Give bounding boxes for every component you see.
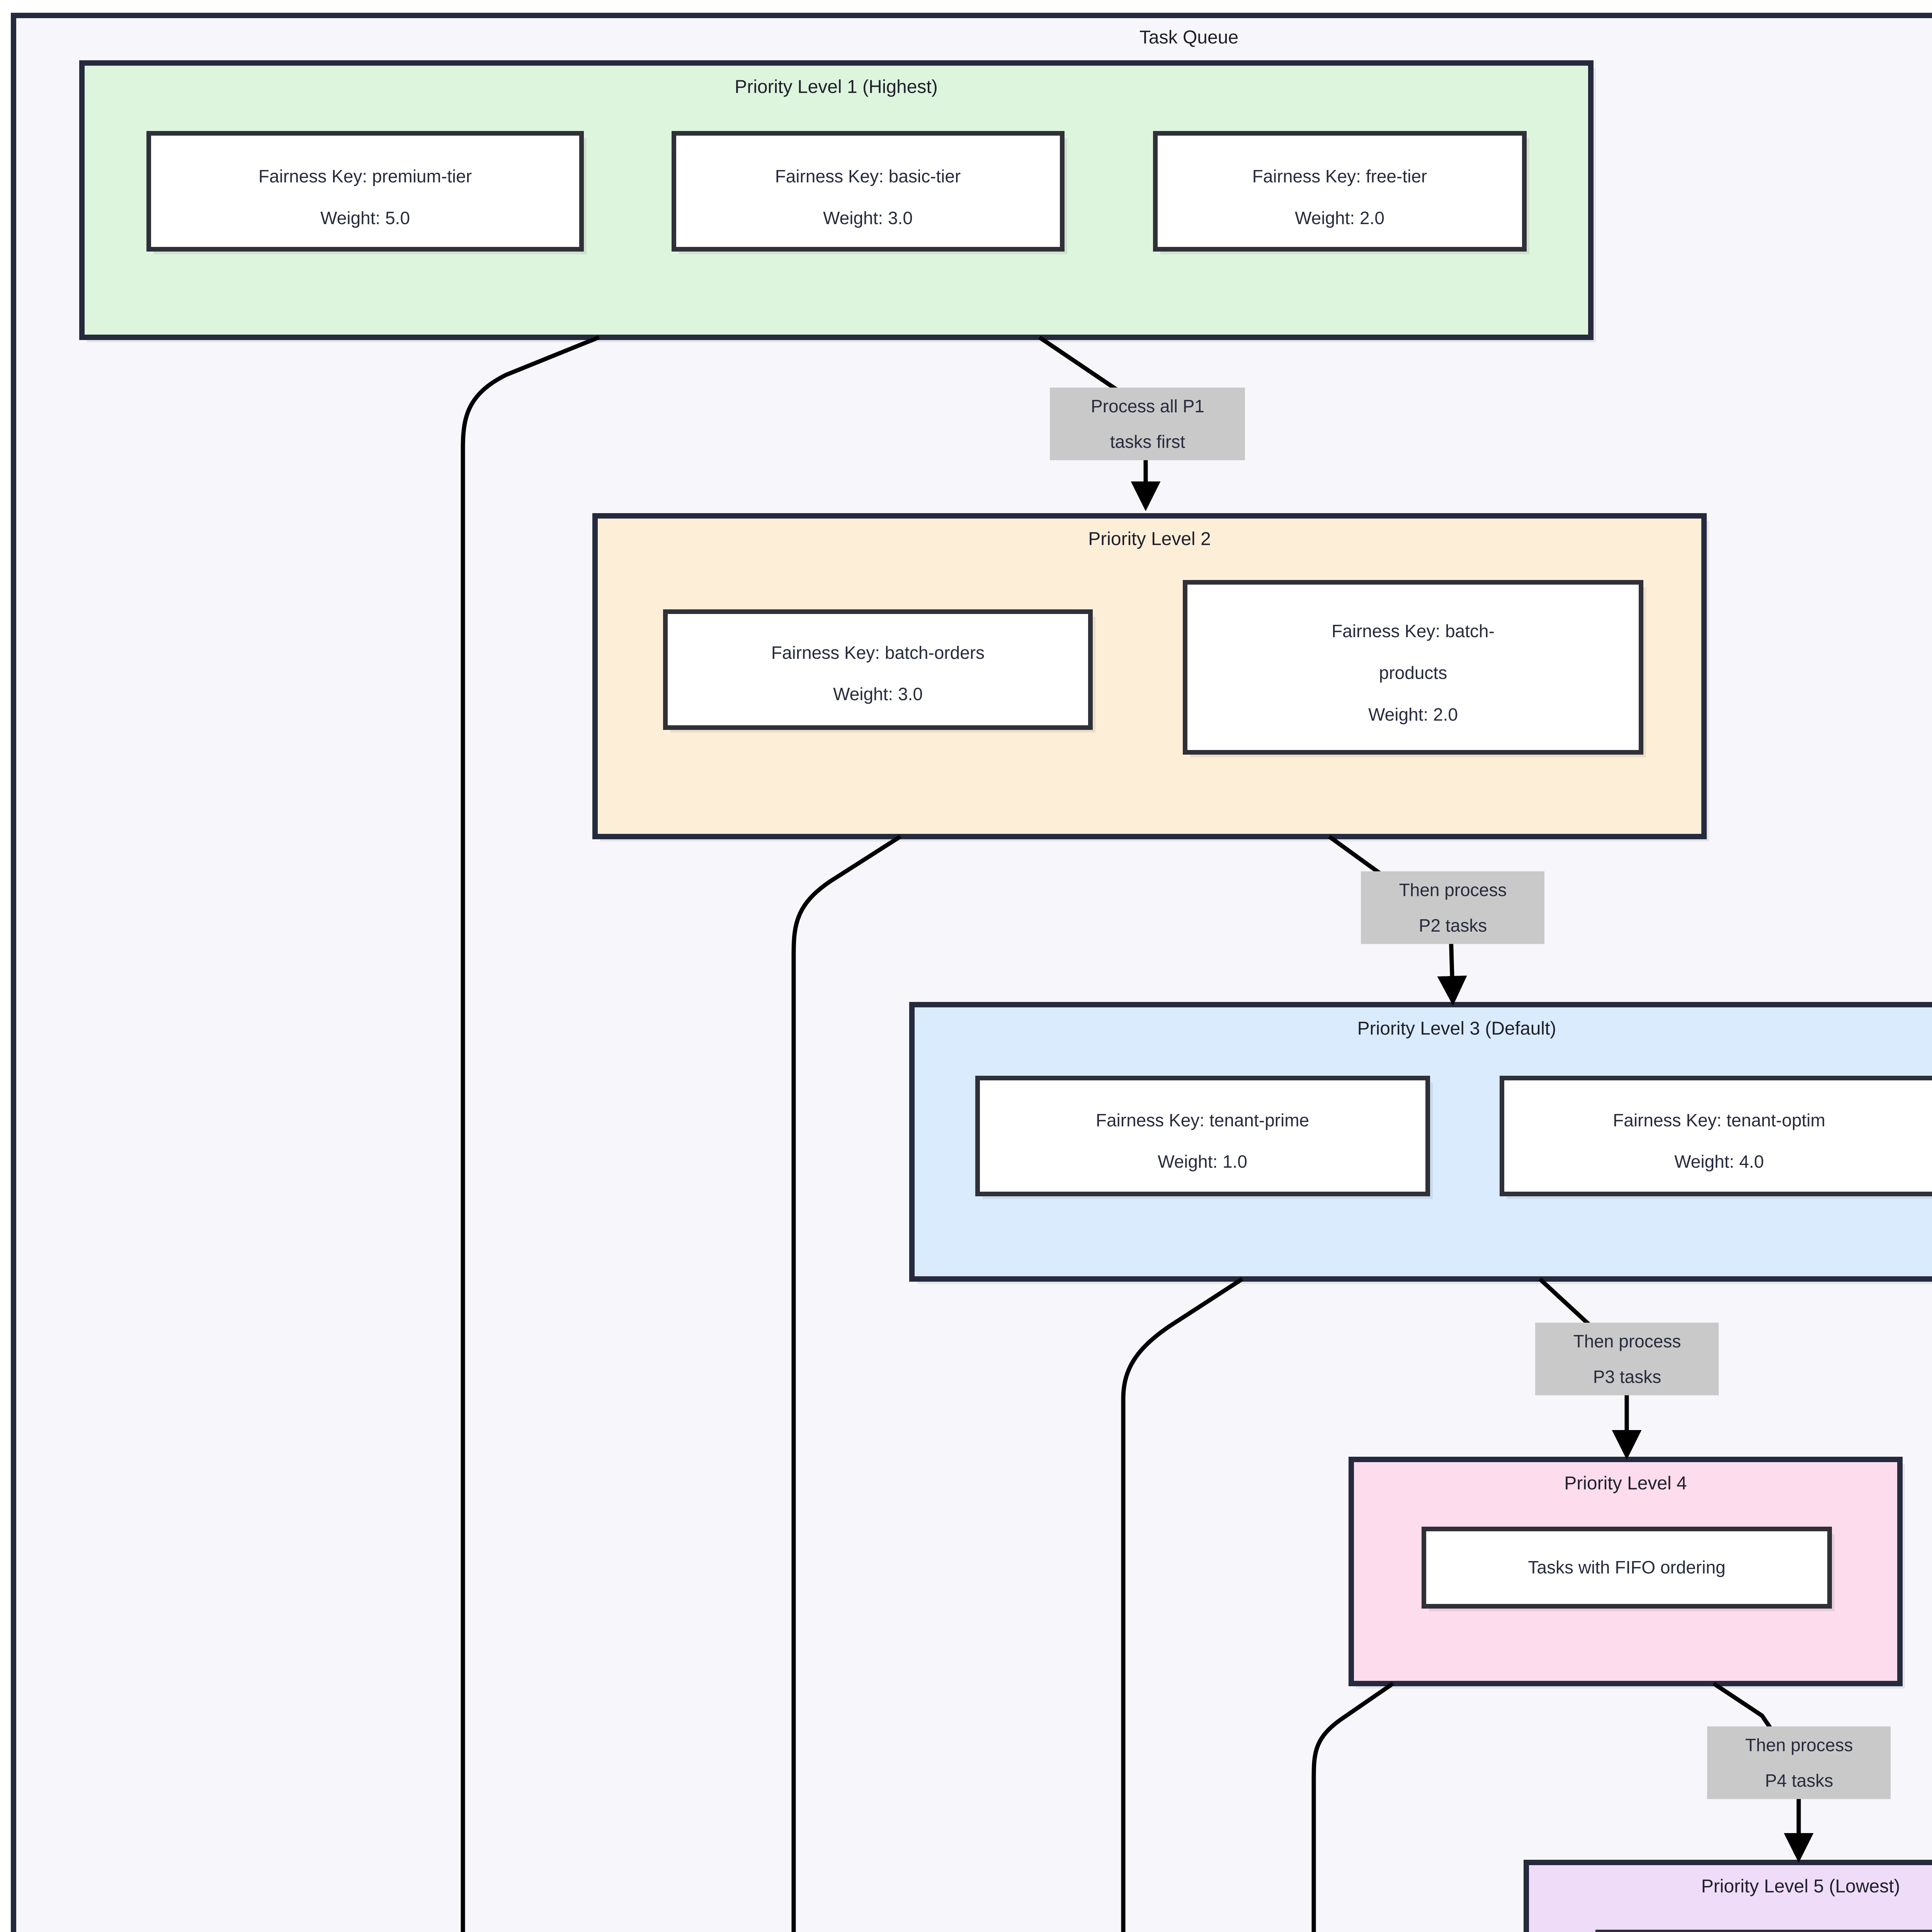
p1n1-line2: Weight: 5.0 <box>320 208 410 228</box>
p2n2-line1: Fairness Key: batch- <box>1332 621 1495 641</box>
p4n1-line1: Tasks with FIFO ordering <box>1528 1557 1725 1577</box>
node-p2-batch-products: Fairness Key: batch- products Weight: 2.… <box>1183 580 1646 757</box>
cluster-priority-level-2: Priority Level 2 Fairness Key: batch-ord… <box>592 513 1709 842</box>
p2n1-line2: Weight: 3.0 <box>833 684 923 704</box>
p2n2-line3: Weight: 2.0 <box>1368 704 1458 724</box>
task-queue-title: Task Queue <box>1139 27 1238 48</box>
e4-line1: Then process <box>1745 1735 1853 1755</box>
p1n1-line1: Fairness Key: premium-tier <box>259 166 472 186</box>
node-p1-free-tier: Fairness Key: free-tier Weight: 2.0 <box>1153 131 1529 254</box>
p3n2-line2: Weight: 4.0 <box>1674 1151 1764 1172</box>
p3n1-rect <box>975 1076 1430 1196</box>
cluster-priority-level-3: Priority Level 3 (Default) Fairness Key:… <box>909 1002 1932 1284</box>
p1n1-rect <box>146 131 584 252</box>
e3-line2: P3 tasks <box>1593 1367 1661 1387</box>
edge-p2-to-workers <box>791 835 901 1932</box>
p3n1-line1: Fairness Key: tenant-prime <box>1096 1110 1309 1130</box>
p1n3-line1: Fairness Key: free-tier <box>1252 166 1427 186</box>
e2-line2: P2 tasks <box>1419 915 1487 935</box>
node-p4-fifo: Tasks with FIFO ordering <box>1422 1527 1835 1611</box>
p2n2-rect <box>1183 580 1643 755</box>
e2-line1: Then process <box>1399 880 1507 900</box>
edge-label-then-process-p3: Then process P3 tasks <box>1535 1323 1719 1395</box>
p3-title: Priority Level 3 (Default) <box>1357 1019 1556 1039</box>
p1-title: Priority Level 1 (Highest) <box>735 77 938 97</box>
e4-bg <box>1707 1726 1891 1799</box>
p4n1-rect <box>1422 1527 1832 1609</box>
p1n2-line2: Weight: 3.0 <box>823 208 913 228</box>
p5-rect <box>1524 1860 1932 1932</box>
p4-title: Priority Level 4 <box>1564 1473 1687 1494</box>
p2-title: Priority Level 2 <box>1088 529 1211 549</box>
e3-line1: Then process <box>1573 1331 1681 1351</box>
node-p2-batch-orders: Fairness Key: batch-orders Weight: 3.0 <box>663 609 1095 733</box>
e2-bg <box>1361 871 1544 944</box>
p3n2-rect <box>1500 1076 1932 1196</box>
edge-label-then-process-p2: Then process P2 tasks <box>1361 871 1544 944</box>
node-p3-tenant-prime: Fairness Key: tenant-prime Weight: 1.0 <box>975 1076 1433 1199</box>
edge-p4-to-workers <box>1311 1682 1395 1932</box>
edge-p1-to-workers <box>461 335 600 1932</box>
p2n2-line2: products <box>1379 663 1447 683</box>
p5-title: Priority Level 5 (Lowest) <box>1701 1876 1900 1897</box>
cluster-priority-level-1: Priority Level 1 (Highest) Fairness Key:… <box>79 60 1596 342</box>
e3-bg <box>1535 1323 1719 1395</box>
edge-label-then-process-p4: Then process P4 tasks <box>1707 1726 1891 1799</box>
node-p1-premium-tier: Fairness Key: premium-tier Weight: 5.0 <box>146 131 587 254</box>
p1n2-rect <box>672 131 1065 252</box>
p3n1-line2: Weight: 1.0 <box>1158 1151 1247 1172</box>
e4-line2: P4 tasks <box>1765 1770 1833 1791</box>
p3n2-line1: Fairness Key: tenant-optim <box>1613 1110 1825 1130</box>
p1n3-rect <box>1153 131 1527 252</box>
cluster-priority-level-4: Priority Level 4 Tasks with FIFO orderin… <box>1349 1457 1905 1689</box>
node-p1-basic-tier: Fairness Key: basic-tier Weight: 3.0 <box>672 131 1067 254</box>
p2n1-line1: Fairness Key: batch-orders <box>771 643 985 663</box>
node-p3-tenant-optim: Fairness Key: tenant-optim Weight: 4.0 <box>1500 1076 1932 1199</box>
e1-bg <box>1050 388 1245 460</box>
cluster-priority-level-5: Priority Level 5 (Lowest) Tasks with FIF… <box>1524 1860 1932 1932</box>
e1-line1: Process all P1 <box>1091 396 1204 416</box>
edge-p3-to-workers <box>1121 1277 1243 1932</box>
p1n3-line2: Weight: 2.0 <box>1295 208 1384 228</box>
edge-label-process-all-p1: Process all P1 tasks first <box>1050 388 1245 460</box>
p2n1-rect <box>663 609 1093 730</box>
e1-line2: tasks first <box>1110 432 1185 452</box>
p1n2-line1: Fairness Key: basic-tier <box>775 166 961 186</box>
